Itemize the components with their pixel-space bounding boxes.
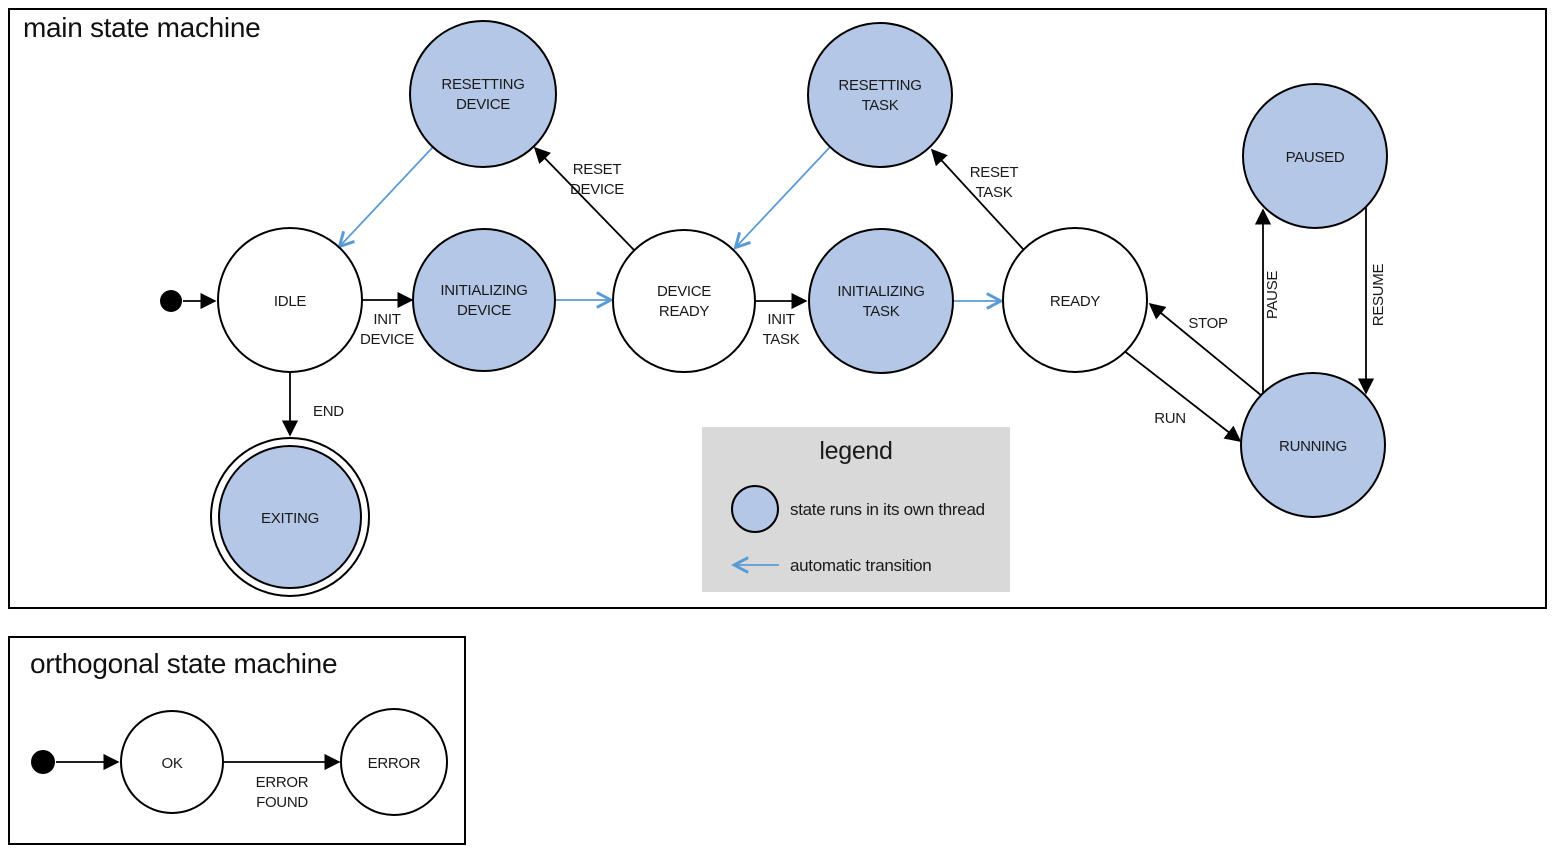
state-initializing-device: INITIALIZING DEVICE <box>412 228 556 372</box>
state-running-label: RUNNING <box>1279 438 1347 455</box>
state-initializing-task-label-line1: INITIALIZING <box>837 283 924 300</box>
main-transition-labels: INIT DEVICE RESET DEVICE INIT TASK RESET… <box>313 161 1387 427</box>
main-panel-title: main state machine <box>23 12 260 43</box>
state-resetting-task-label-line1: RESETTING <box>838 77 921 94</box>
label-init-task-line1: INIT <box>767 311 794 328</box>
state-paused-label: PAUSED <box>1286 149 1345 166</box>
state-resetting-device: RESETTING DEVICE <box>409 20 557 168</box>
legend-threaded-state-label: state runs in its own thread <box>790 500 985 519</box>
initial-state-dot <box>160 290 182 312</box>
state-ready-label: READY <box>1050 293 1100 310</box>
orthogonal-panel-title: orthogonal state machine <box>30 648 337 679</box>
main-transitions <box>281 146 1375 442</box>
state-running: RUNNING <box>1240 372 1386 518</box>
initial-state-main <box>160 290 217 312</box>
label-stop: STOP <box>1188 315 1228 332</box>
state-exiting-label: EXITING <box>261 510 319 527</box>
state-device-ready: DEVICE READY <box>612 229 756 373</box>
label-end: END <box>313 403 344 420</box>
auto-transition-resetting-device-to-idle <box>340 146 434 246</box>
state-error-circle <box>340 708 448 816</box>
state-paused-circle <box>1242 83 1388 229</box>
transition-reset-device-arrow <box>533 146 635 251</box>
state-initializing-task-circle <box>808 228 954 374</box>
state-exiting-final: EXITING <box>210 437 370 597</box>
label-init-device-line1: INIT <box>373 311 400 328</box>
state-resetting-device-label-line1: RESETTING <box>441 76 524 93</box>
auto-transition-resetting-task-to-device-ready <box>736 146 831 247</box>
label-reset-device-line2: DEVICE <box>570 181 624 198</box>
legend-title: legend <box>819 437 892 465</box>
state-ready: READY <box>1002 227 1148 373</box>
label-error-found-line1: ERROR <box>256 774 309 791</box>
transition-run-arrow <box>1122 349 1242 442</box>
state-initializing-device-label-line2: DEVICE <box>457 302 511 319</box>
state-device-ready-label-line2: READY <box>659 303 709 320</box>
state-resetting-device-label-line2: DEVICE <box>456 96 510 113</box>
main-state-machine-panel: main state machine INIT <box>8 8 1547 609</box>
state-ready-circle <box>1002 227 1148 373</box>
label-run: RUN <box>1154 410 1186 427</box>
state-initializing-device-circle <box>412 228 556 372</box>
state-initializing-task: INITIALIZING TASK <box>808 228 954 374</box>
state-device-ready-label-line1: DEVICE <box>657 283 711 300</box>
label-error-found-line2: FOUND <box>256 794 308 811</box>
state-idle: IDLE <box>217 227 363 373</box>
label-reset-task-line1: RESET <box>970 164 1019 181</box>
state-paused: PAUSED <box>1242 83 1388 229</box>
state-ok-circle <box>120 710 224 814</box>
main-state-nodes: IDLE RESETTING DEVICE INITIALIZING DEVIC… <box>210 20 1388 597</box>
state-ok-label: OK <box>161 755 182 772</box>
initial-state-dot-orthogonal <box>31 750 55 774</box>
state-resetting-device-circle <box>409 20 557 168</box>
state-resetting-task: RESETTING TASK <box>807 22 953 168</box>
main-panel-border <box>8 8 1547 609</box>
state-running-circle <box>1240 372 1386 518</box>
state-initializing-task-label-line2: TASK <box>863 303 900 320</box>
label-reset-task-line2: TASK <box>976 184 1013 201</box>
label-init-task-line2: TASK <box>763 331 800 348</box>
main-automatic-transitions <box>340 146 1000 301</box>
state-device-ready-circle <box>612 229 756 373</box>
label-pause: PAUSE <box>1264 271 1281 320</box>
state-error: ERROR <box>340 708 448 816</box>
state-resetting-task-label-line2: TASK <box>862 97 899 114</box>
transition-stop-arrow <box>1148 302 1263 397</box>
orthogonal-panel-border <box>8 636 466 845</box>
state-idle-label: IDLE <box>274 293 306 310</box>
state-ok: OK <box>120 710 224 814</box>
initial-state-orthogonal <box>31 750 120 774</box>
label-reset-device-line1: RESET <box>573 161 622 178</box>
state-error-label: ERROR <box>368 755 421 772</box>
orthogonal-state-machine-panel: orthogonal state machine ERROR FOUND OK … <box>8 636 466 845</box>
legend: legend state runs in its own thread auto… <box>702 427 1010 592</box>
label-resume: RESUME <box>1370 264 1387 327</box>
state-idle-circle <box>217 227 363 373</box>
legend-auto-transition-label: automatic transition <box>790 556 931 575</box>
state-resetting-task-circle <box>807 22 953 168</box>
transition-reset-task-arrow <box>930 148 1024 250</box>
label-init-device-line2: DEVICE <box>360 331 414 348</box>
legend-threaded-state-icon <box>731 485 779 533</box>
state-initializing-device-label-line1: INITIALIZING <box>440 282 527 299</box>
state-exiting-circle <box>218 445 362 589</box>
